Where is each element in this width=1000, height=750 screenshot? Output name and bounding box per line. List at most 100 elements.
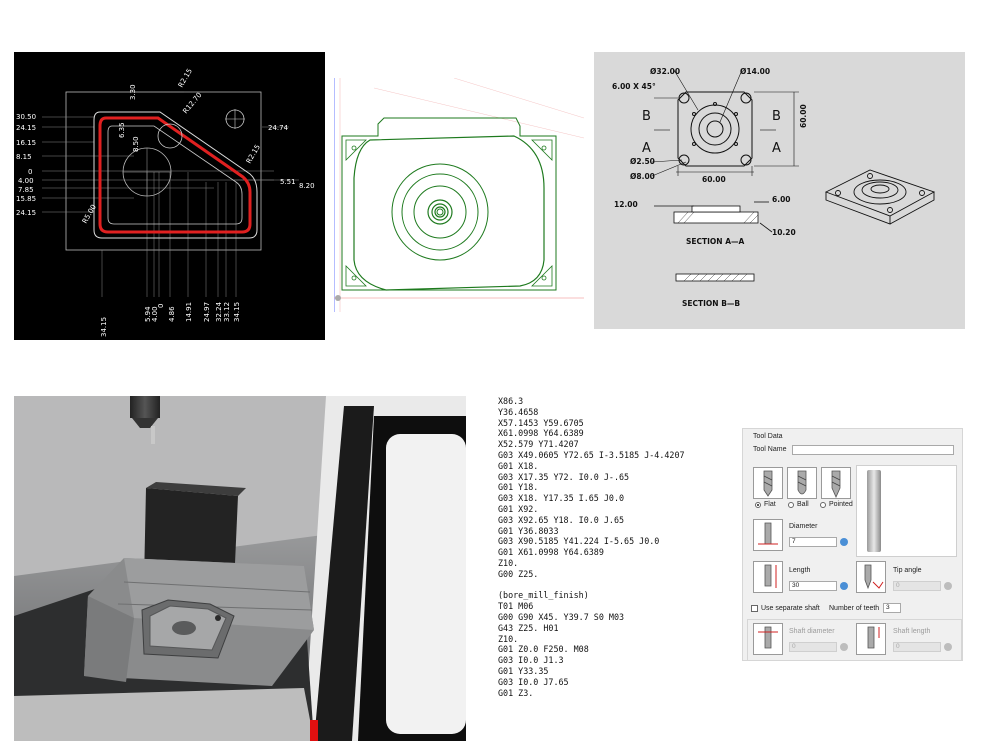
dia-32-label: Ø32.00 <box>650 67 680 76</box>
dim-left-6: 4.00 <box>18 177 34 185</box>
separate-shaft-label: Use separate shaft <box>761 605 820 612</box>
shaft-length-diagram-icon <box>856 623 886 655</box>
teeth-input[interactable]: 3 <box>883 603 901 613</box>
gcode-line: G03 X92.65 Y18. I0.0 J.65 <box>498 514 625 525</box>
cad-dimension-view: 30.50 24.15 16.15 8.15 0 4.00 7.85 15.85… <box>14 52 325 340</box>
length-input[interactable]: 30 <box>789 581 837 591</box>
dia-14-label: Ø14.00 <box>740 67 770 76</box>
shaft-diameter-spin-icon[interactable] <box>840 643 848 651</box>
flat-endmill-icon[interactable] <box>753 467 783 499</box>
dim-left-9: 24.15 <box>16 209 36 217</box>
gcode-line: G03 X90.5185 Y41.224 I-5.65 J0.0 <box>498 536 660 547</box>
radio-pointed-label: Pointed <box>829 501 853 508</box>
dim-bottom-8: 32.24 <box>215 301 223 322</box>
separate-shaft-checkbox[interactable] <box>751 605 758 612</box>
gcode-line: G01 Z3. <box>498 687 534 698</box>
dim-bottom-10: 34.15 <box>233 302 241 322</box>
dim-bottom-9: 33.12 <box>223 302 231 322</box>
gcode-line: X86.3 <box>498 396 524 406</box>
diameter-spin-icon[interactable] <box>840 538 848 546</box>
marker-b-right: B <box>772 109 781 124</box>
chamfer-label: 6.00 X 45° <box>612 82 656 91</box>
tool-preview <box>856 465 957 557</box>
tip-angle-input[interactable]: 0 <box>893 581 941 591</box>
radio-flat[interactable] <box>755 502 761 508</box>
sect-left-label: 12.00 <box>614 200 638 209</box>
dim-left-3: 16.15 <box>16 139 36 147</box>
dim-bottom-7: 24.97 <box>203 302 211 322</box>
shaft-diameter-diagram-icon <box>753 623 783 655</box>
gcode-line: G00 Z25. <box>498 568 539 579</box>
simulation-scene <box>14 396 466 741</box>
dia-8-label: Ø8.00 <box>630 172 655 181</box>
pointed-endmill-icon[interactable] <box>821 467 851 499</box>
sect-right-bottom-label: 10.20 <box>772 228 796 237</box>
gcode-line: G03 X18. Y17.35 I.65 J0.0 <box>498 493 625 504</box>
dim-bottom-5: 4.86 <box>168 306 176 322</box>
dim-left-7: 7.85 <box>18 186 34 194</box>
marker-a-right: A <box>772 141 781 156</box>
radio-ball-label: Ball <box>797 501 809 508</box>
radio-ball[interactable] <box>788 502 794 508</box>
dim-left-4: 8.15 <box>16 153 32 161</box>
gcode-line: X52.579 Y71.4207 <box>498 439 579 450</box>
gcode-line: (bore_mill_finish) <box>498 590 589 601</box>
gcode-listing: X86.3 Y36.4658 X57.1453 Y59.6705 X61.099… <box>498 396 718 702</box>
gcode-line: Z10. <box>498 557 519 568</box>
length-label: Length <box>789 567 811 574</box>
green-toolpath-view <box>334 78 584 312</box>
shaft-length-label: Shaft length <box>893 628 931 635</box>
gcode-line: Y36.4658 <box>498 406 539 417</box>
tool-name-input[interactable] <box>792 445 954 455</box>
teeth-label: Number of teeth <box>829 605 880 612</box>
shaft-length-input[interactable]: 0 <box>893 642 941 652</box>
tool-data-dialog: Tool Data Tool Name Flat Ball Pointed Di… <box>742 428 963 661</box>
dim-bottom-6: 14.91 <box>185 302 193 322</box>
dim-corner-radius: R5.00 <box>81 203 98 225</box>
gcode-line: G01 Y18. <box>498 482 539 493</box>
width-label: 60.00 <box>702 175 726 184</box>
toolpath-red <box>98 116 252 234</box>
gcode-line: T01 M06 <box>498 601 534 612</box>
machined-workpiece <box>141 599 235 659</box>
tool-name-label: Tool Name <box>753 446 787 453</box>
gcode-line: G03 I0.0 J1.3 <box>498 655 564 666</box>
dim-left-5: 0 <box>28 168 32 176</box>
gcode-line: X61.0998 Y64.6389 <box>498 428 584 439</box>
marker-b-left: B <box>642 109 651 124</box>
gcode-line: X57.1453 Y59.6705 <box>498 417 584 428</box>
technical-drawing: Ø32.00 Ø14.00 6.00 X 45° Ø2.50 Ø8.00 60.… <box>612 67 936 308</box>
dim-bottom-4: 0 <box>157 304 165 308</box>
gcode-line: Z10. <box>498 633 519 644</box>
green-outline-drawing <box>334 78 584 312</box>
diameter-label: Diameter <box>789 523 818 530</box>
gcode-line: G01 Y33.35 <box>498 665 549 676</box>
tip-angle-diagram-icon <box>856 561 886 593</box>
dim-left-2: 24.15 <box>16 124 36 132</box>
dim-right-2: 5.51 <box>280 178 296 186</box>
machining-simulation-view <box>14 396 466 741</box>
technical-drawing-view: Ø32.00 Ø14.00 6.00 X 45° Ø2.50 Ø8.00 60.… <box>594 52 965 329</box>
dim-left-8: 15.85 <box>16 195 36 203</box>
diameter-input[interactable]: 7 <box>789 537 837 547</box>
section-bb-label: SECTION B—B <box>682 299 740 308</box>
length-diagram-icon <box>753 561 783 593</box>
radio-pointed[interactable] <box>820 502 826 508</box>
length-spin-icon[interactable] <box>840 582 848 590</box>
gcode-line: G01 Z0.0 F250. M08 <box>498 644 589 655</box>
shaft-length-spin-icon[interactable] <box>944 643 952 651</box>
sect-right-top-label: 6.00 <box>772 195 791 204</box>
dim-right-3: 8.20 <box>299 182 315 190</box>
gcode-line: G01 X18. <box>498 460 539 471</box>
gcode-line: G43 Z25. H01 <box>498 622 559 633</box>
tip-angle-spin-icon[interactable] <box>944 582 952 590</box>
isometric-part <box>824 169 936 225</box>
tip-angle-label: Tip angle <box>893 567 922 574</box>
ball-endmill-icon[interactable] <box>787 467 817 499</box>
shaft-diameter-input[interactable]: 0 <box>789 642 837 652</box>
gcode-line: G01 X92. <box>498 503 539 514</box>
marker-a-left: A <box>642 141 651 156</box>
shaft-group <box>747 619 962 660</box>
gcode-line: G01 Y36.8033 <box>498 525 559 536</box>
section-aa-label: SECTION A—A <box>686 237 745 246</box>
